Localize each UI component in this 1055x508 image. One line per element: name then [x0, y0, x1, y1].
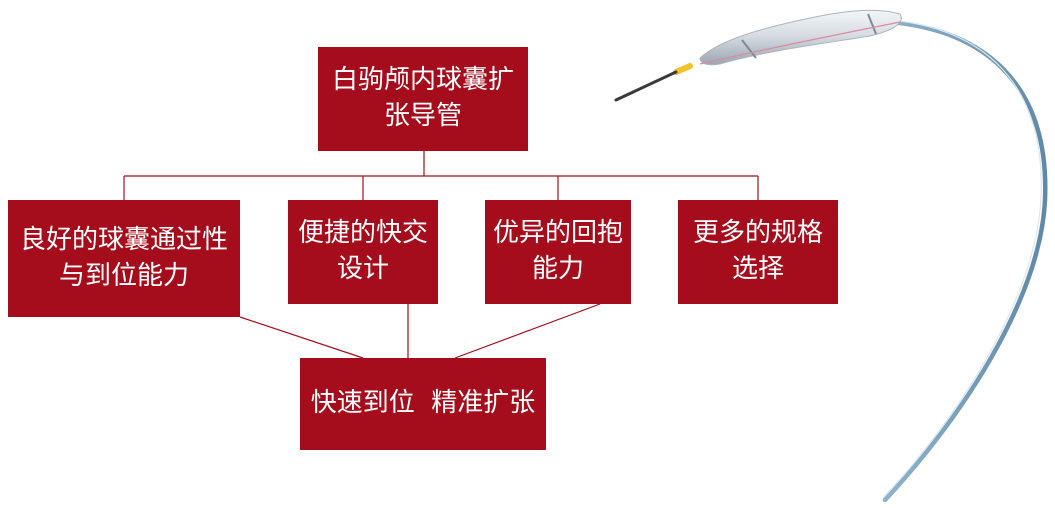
feature-label-specifications: 更多的规格选择 — [692, 218, 823, 284]
root-label: 白驹颅内球囊扩张导管 — [331, 65, 514, 131]
feature-label-refold: 优异的回抱能力 — [492, 218, 623, 284]
feature-label-passability: 良好的球囊通过性与到位能力 — [19, 224, 228, 291]
feature-box-rapid-exchange: 便捷的快交设计 — [288, 200, 438, 304]
result-label: 快速到位 精准扩张 — [310, 388, 536, 419]
feature-box-specifications: 更多的规格选择 — [678, 200, 838, 304]
connector-a-result — [239, 316, 364, 359]
connector-c-result — [454, 303, 601, 359]
feature-box-passability: 良好的球囊通过性与到位能力 — [8, 200, 240, 317]
result-box: 快速到位 精准扩张 — [300, 358, 546, 450]
feature-label-rapid-exchange: 便捷的快交设计 — [297, 218, 428, 284]
root-box: 白驹颅内球囊扩张导管 — [318, 47, 528, 151]
feature-box-refold: 优异的回抱能力 — [485, 200, 631, 304]
